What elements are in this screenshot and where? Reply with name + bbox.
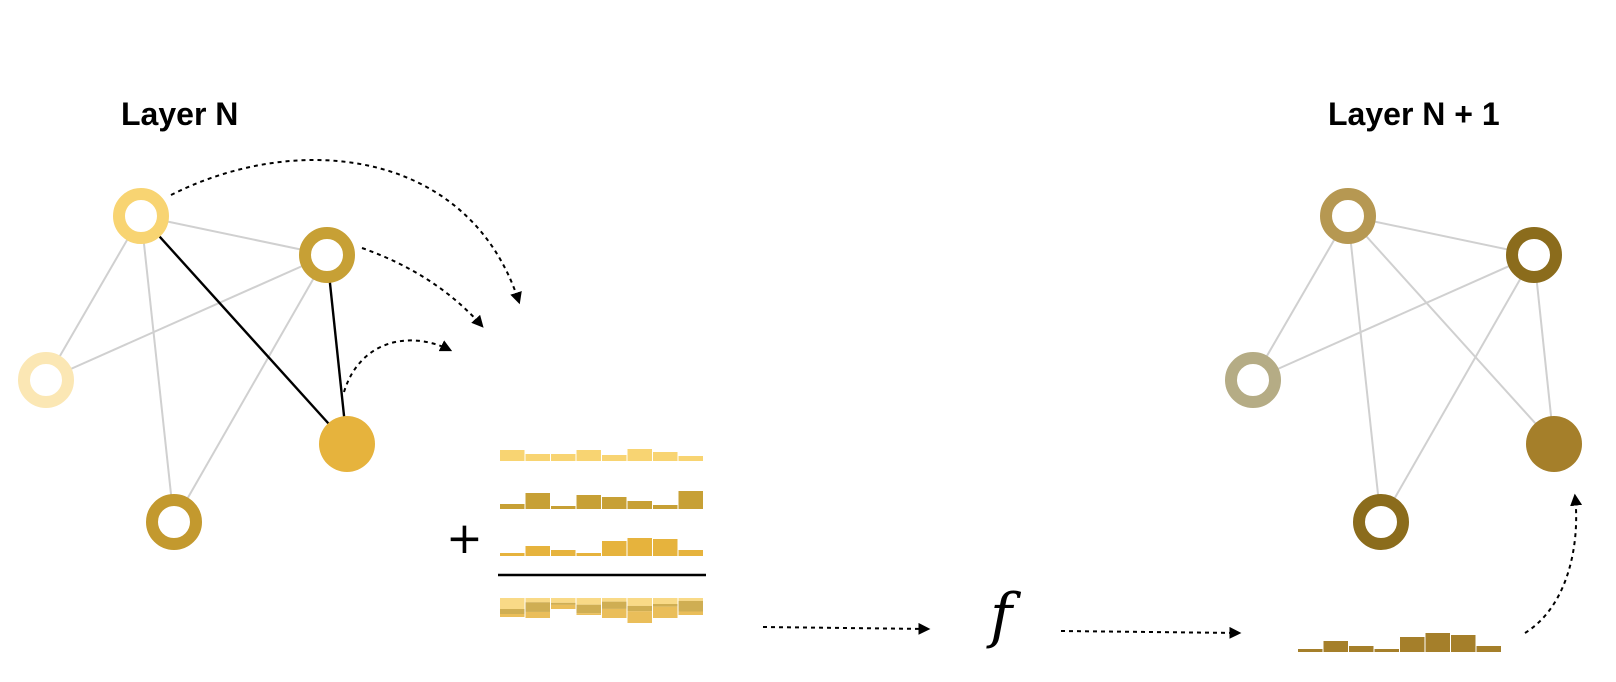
message-bar bbox=[576, 553, 601, 556]
aggregated-bar bbox=[500, 609, 525, 614]
node-mid-left bbox=[18, 352, 74, 408]
update-function: f bbox=[986, 581, 1022, 651]
message-bar bbox=[551, 550, 576, 556]
message-bar bbox=[602, 541, 627, 556]
message-arrow bbox=[361, 247, 484, 328]
output-bar bbox=[1374, 649, 1399, 652]
message-bar bbox=[576, 495, 601, 509]
message-bar bbox=[678, 456, 703, 461]
message-bar bbox=[551, 506, 576, 509]
message-bar bbox=[525, 546, 550, 556]
aggregated-bar bbox=[551, 602, 576, 605]
aggregated-bar bbox=[627, 598, 652, 606]
output-bar bbox=[1476, 646, 1501, 652]
from-function-arrow bbox=[1060, 626, 1242, 639]
output-bar bbox=[1400, 637, 1425, 652]
active-edge bbox=[325, 254, 349, 445]
message-bar bbox=[551, 454, 576, 461]
aggregated-bar bbox=[653, 604, 678, 607]
output-bar bbox=[1298, 649, 1323, 652]
aggregated-bar bbox=[678, 598, 703, 601]
layer-n-title: Layer N bbox=[121, 96, 238, 132]
edge bbox=[1347, 215, 1535, 256]
aggregated-bar bbox=[576, 598, 601, 605]
node-top-right bbox=[299, 227, 355, 283]
message-bar bbox=[500, 504, 525, 509]
message-bar bbox=[602, 455, 627, 461]
output-vector bbox=[1298, 633, 1501, 652]
aggregated-bar bbox=[678, 611, 703, 615]
message-bar bbox=[525, 493, 550, 509]
node-bottom-left bbox=[1353, 494, 1409, 550]
message-bar bbox=[653, 505, 678, 509]
layer-n-graph bbox=[18, 188, 375, 550]
edge bbox=[140, 215, 175, 523]
message-arrow bbox=[343, 339, 453, 393]
active-edge bbox=[140, 215, 348, 445]
message-bar bbox=[500, 553, 525, 556]
layer-n-plus-1-graph bbox=[1225, 188, 1582, 550]
edge bbox=[1252, 215, 1349, 381]
message-vectors bbox=[500, 449, 703, 556]
aggregated-bar bbox=[500, 598, 525, 609]
message-bar bbox=[678, 550, 703, 556]
message-bar bbox=[525, 454, 550, 461]
node-top-left bbox=[113, 188, 169, 244]
aggregated-bar bbox=[551, 598, 576, 603]
message-bar bbox=[576, 450, 601, 461]
message-bar bbox=[602, 497, 627, 509]
updated-target-node bbox=[1526, 416, 1582, 472]
aggregated-bar bbox=[525, 598, 550, 603]
target-node bbox=[319, 416, 375, 472]
edge bbox=[1533, 254, 1555, 445]
layer-n-plus-1-title: Layer N + 1 bbox=[1328, 96, 1500, 132]
aggregated-bar bbox=[602, 601, 627, 609]
edge bbox=[1380, 254, 1535, 523]
edge bbox=[45, 215, 142, 381]
aggregated-bar bbox=[653, 606, 678, 618]
aggregated-bar bbox=[525, 611, 550, 618]
aggregated-bar bbox=[500, 614, 525, 617]
aggregated-bar bbox=[551, 604, 576, 609]
message-arrow bbox=[170, 159, 522, 305]
to-function-arrow bbox=[762, 622, 931, 635]
aggregated-bar bbox=[678, 600, 703, 612]
node-mid-left bbox=[1225, 352, 1281, 408]
edge bbox=[1252, 254, 1535, 381]
aggregated-bar bbox=[653, 598, 678, 604]
message-bar bbox=[627, 449, 652, 461]
edge bbox=[140, 215, 328, 256]
edge bbox=[173, 254, 328, 523]
node-bottom-left bbox=[146, 494, 202, 550]
message-bar bbox=[653, 452, 678, 461]
node-top-left bbox=[1320, 188, 1376, 244]
output-bar bbox=[1323, 641, 1348, 652]
message-bar bbox=[627, 501, 652, 509]
message-bar bbox=[500, 450, 525, 461]
output-bar bbox=[1425, 633, 1450, 652]
edge bbox=[45, 254, 328, 381]
edge bbox=[1347, 215, 1382, 523]
edge bbox=[1347, 215, 1555, 445]
aggregated-bar bbox=[576, 613, 601, 615]
output-bar bbox=[1349, 646, 1374, 652]
output-bar bbox=[1451, 635, 1476, 652]
message-bar bbox=[653, 539, 678, 556]
aggregated-bar bbox=[602, 598, 627, 602]
aggregated-vector bbox=[500, 598, 703, 623]
aggregated-bar bbox=[627, 611, 652, 623]
aggregated-bar bbox=[627, 605, 652, 612]
message-bar bbox=[627, 538, 652, 556]
plus-sign: + bbox=[446, 513, 483, 564]
node-top-right bbox=[1506, 227, 1562, 283]
aggregated-bar bbox=[576, 604, 601, 614]
aggregated-bar bbox=[602, 608, 627, 618]
update-arrow bbox=[1524, 493, 1583, 634]
aggregated-bar bbox=[525, 602, 550, 612]
message-bar bbox=[678, 491, 703, 509]
